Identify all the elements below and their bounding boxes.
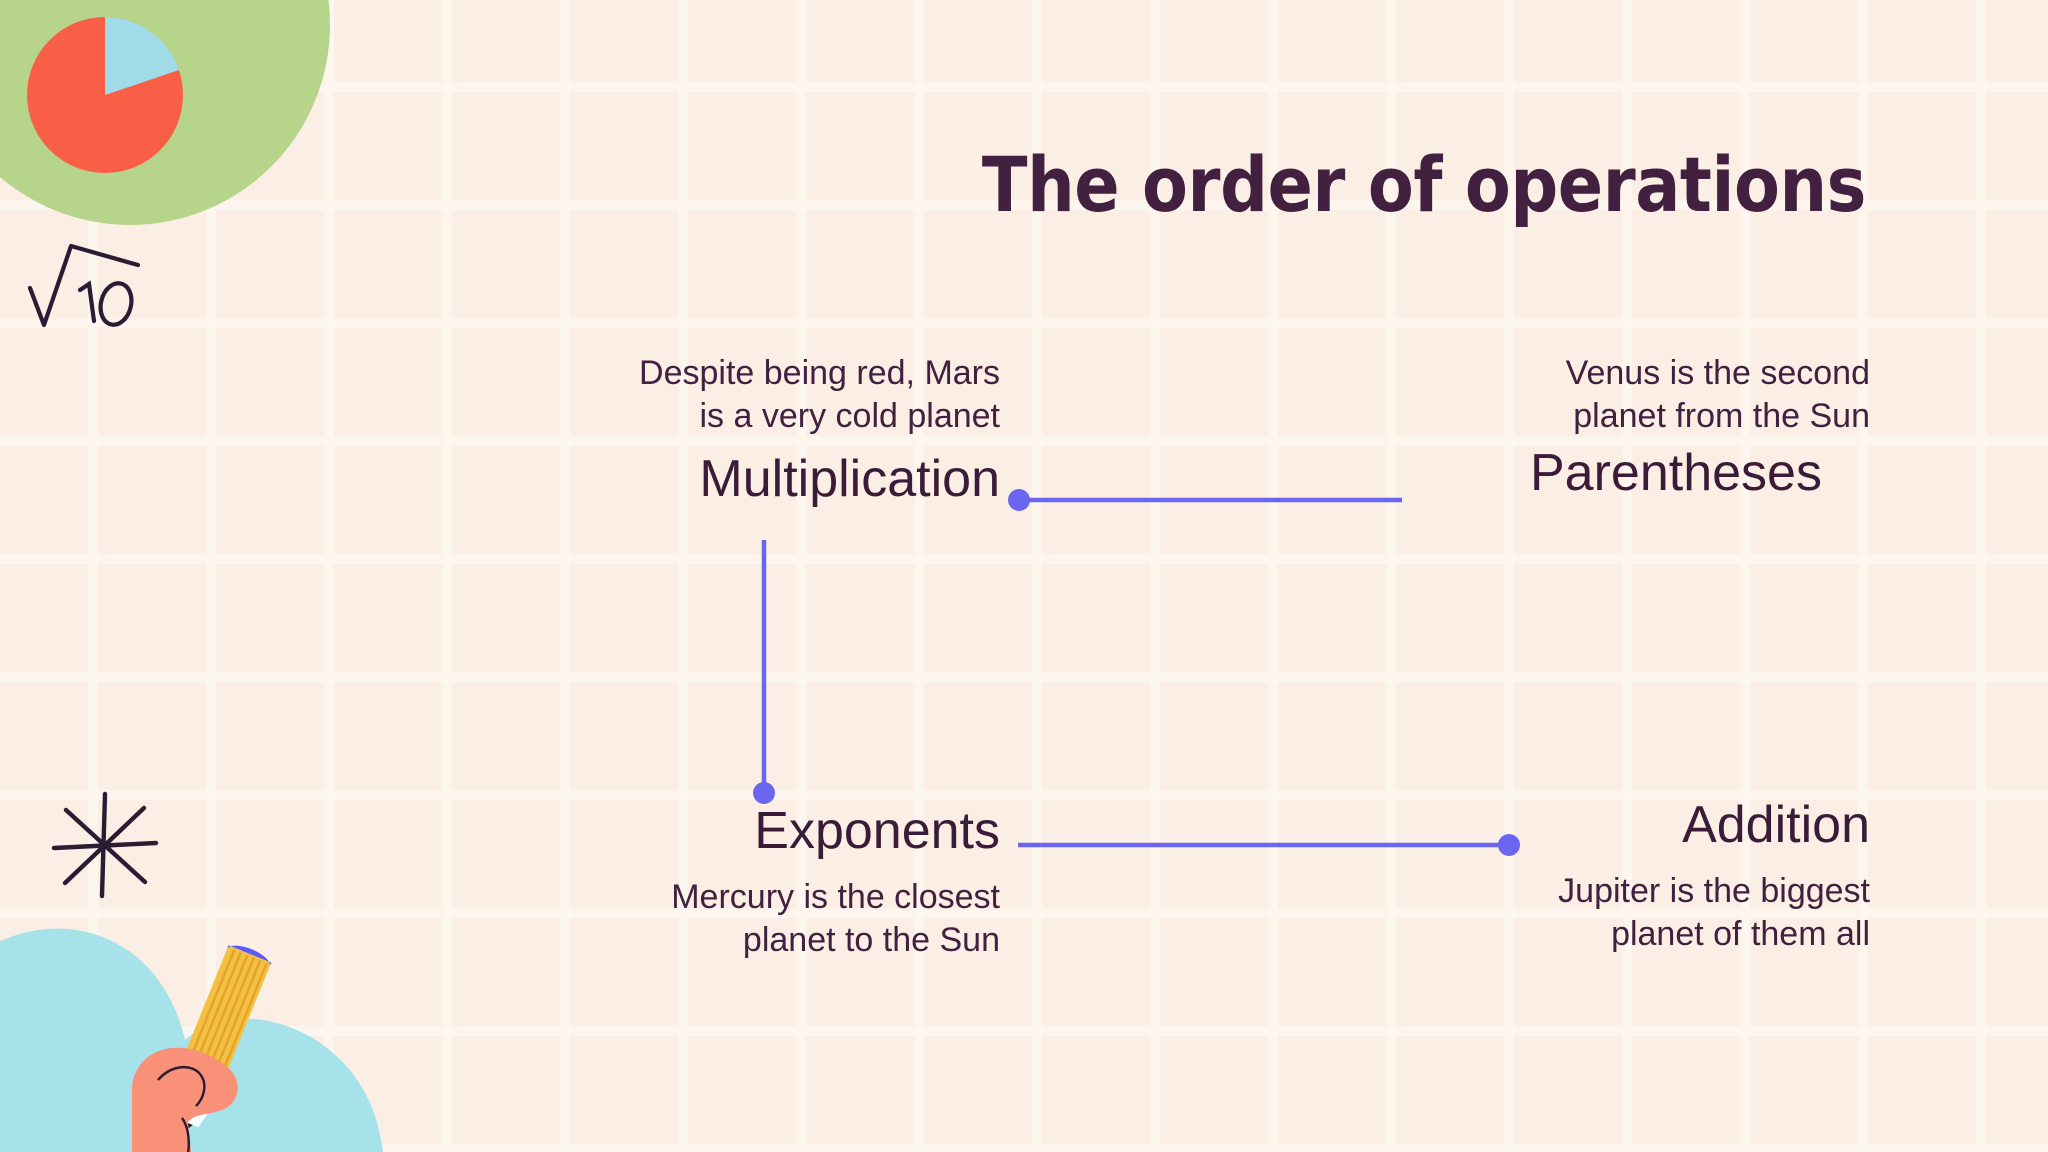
square-root-ten-doodle xyxy=(27,243,141,328)
pencil-tip-cap xyxy=(227,945,272,967)
connector-dot-multiplication-right xyxy=(1008,489,1030,511)
item-exponents: Exponents Mercury is the closest planet … xyxy=(460,790,1000,961)
item-exponents-description: Mercury is the closest planet to the Sun xyxy=(671,877,1000,959)
hand-holding-pencil-illustration xyxy=(132,945,272,1152)
finger-line-2 xyxy=(181,1117,190,1152)
sqrt-digit-one xyxy=(77,280,97,324)
item-addition-heading: Addition xyxy=(1682,796,1870,854)
asterisk-ray-diag-2 xyxy=(62,805,147,886)
hand-shape xyxy=(132,1047,238,1152)
item-multiplication: Despite being red, Mars is a very cold p… xyxy=(460,352,1000,515)
sqrt-radical-stroke xyxy=(27,243,141,328)
pie-chart-graphic xyxy=(27,16,183,173)
pencil-stripes xyxy=(176,949,268,1103)
blue-blob-shape xyxy=(0,928,384,1152)
sqrt-digit-zero xyxy=(98,281,134,327)
item-parentheses-description: Venus is the second planet from the Sun xyxy=(1565,354,1870,435)
page-title: The order of operations xyxy=(981,140,1867,229)
item-multiplication-description: Despite being red, Mars is a very cold p… xyxy=(639,354,1000,435)
item-parentheses-heading-wrap: Parentheses xyxy=(1530,438,1870,510)
asterisk-ray-horizontal xyxy=(51,840,159,851)
item-multiplication-heading: Multiplication xyxy=(699,449,1000,508)
item-addition: Addition Jupiter is the biggest planet o… xyxy=(1230,790,1870,955)
pencil xyxy=(166,945,272,1140)
pencil-ferrule xyxy=(166,1088,214,1128)
pie-slice-red xyxy=(27,17,183,173)
finger-line-1 xyxy=(157,1066,206,1107)
item-exponents-heading: Exponents xyxy=(754,802,1000,860)
item-addition-description: Jupiter is the biggest planet of them al… xyxy=(1558,871,1870,953)
pie-slice-light-blue xyxy=(105,16,179,95)
item-parentheses-heading: Parentheses xyxy=(1530,443,1822,502)
pencil-lead xyxy=(172,1116,193,1140)
asterisk-star-doodle xyxy=(51,791,159,899)
asterisk-ray-diag-1 xyxy=(63,807,148,885)
asterisk-ray-vertical xyxy=(99,791,108,899)
item-parentheses: Venus is the second planet from the Sun … xyxy=(1230,352,1870,509)
blue-blob xyxy=(0,928,384,1152)
pencil-body xyxy=(170,945,272,1106)
